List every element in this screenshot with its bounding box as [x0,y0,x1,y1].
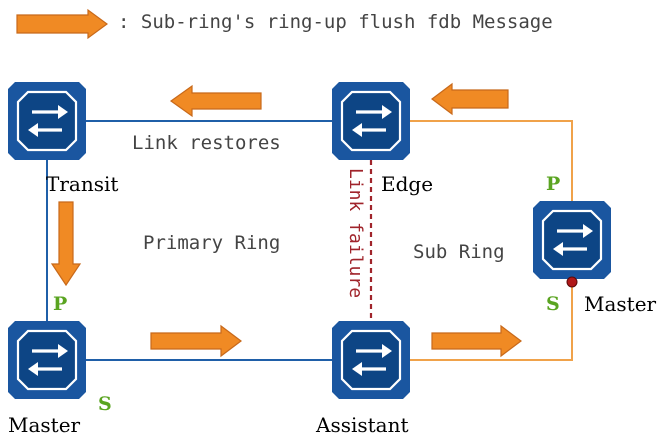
assistant-label: Assistant [316,413,409,437]
legend-text: : Sub-ring's ring-up flush fdb Message [118,11,553,33]
primary-master-switch-icon [6,319,88,401]
edge-switch-icon [330,80,412,162]
primary-master-port-s-label: S [98,393,112,415]
arrow-assistant-to-sub [431,324,522,358]
link-restores-label: Link restores [132,132,281,154]
primary-master-label: Master [8,413,81,437]
assistant-switch-icon [330,319,412,401]
sub-master-port-dot [566,276,578,288]
arrow-edge-to-transit [169,84,262,118]
arrow-transit-to-master [50,201,82,287]
edge-label: Edge [381,172,434,196]
transit-switch-icon [6,80,88,162]
legend-arrow-icon [16,8,109,40]
arrow-master-to-assistant [150,324,242,358]
sub-ring-link-lower [410,279,573,361]
sub-master-port-p-label: P [546,173,561,195]
transit-label: Transit [46,172,119,196]
transit-port-p-label: P [53,293,68,315]
arrow-sub-to-edge [431,82,509,116]
sub-master-switch-icon [531,199,613,281]
primary-ring-label: Primary Ring [143,232,281,254]
sub-ring-label: Sub Ring [413,241,505,263]
sub-ring-link-upper [410,120,573,201]
sub-master-port-s-label: S [546,293,560,315]
link-failure-label: Link failure [345,168,366,299]
sub-master-label: Master [584,292,657,316]
